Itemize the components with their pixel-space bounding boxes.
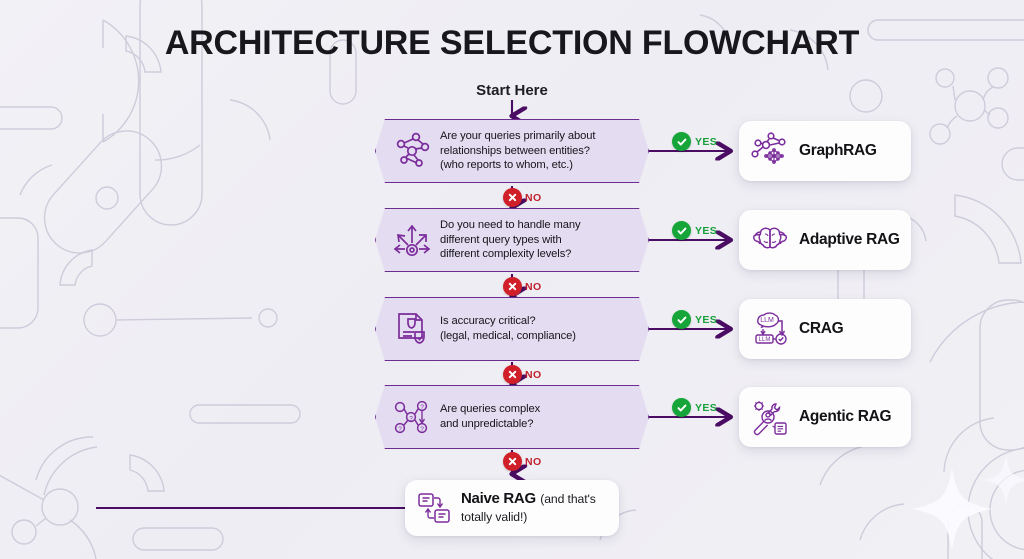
x-circle-icon (503, 452, 522, 471)
start-here-label: Start Here (476, 82, 548, 99)
no-branch-4: NO (503, 452, 542, 471)
yes-branch-4: YES (672, 398, 717, 417)
svg-text:LLM: LLM (759, 337, 771, 343)
result-card-agentic-rag[interactable]: Agentic RAG (739, 387, 911, 447)
no-label: NO (525, 455, 542, 468)
no-branch-1: NO (503, 188, 542, 207)
adaptive-routing-gear-icon (388, 219, 436, 261)
yes-label: YES (695, 401, 718, 414)
decision-question-complexity: Are queries complex and unpredictable? (440, 403, 541, 430)
no-label: NO (525, 280, 542, 293)
svg-text:?: ? (420, 426, 424, 433)
svg-text:LLM: LLM (760, 317, 774, 324)
svg-text:?: ? (409, 416, 413, 423)
yes-branch-1: YES (672, 132, 717, 151)
result-label-agentic-rag: Agentic RAG (799, 408, 892, 425)
decision-question-relationships: Are your queries primarily about relatio… (440, 129, 596, 172)
yes-branch-3: YES (672, 310, 717, 329)
result-label-adaptive-rag: Adaptive RAG (799, 231, 900, 248)
no-label: NO (525, 368, 542, 381)
result-card-naive-rag[interactable]: Naive RAG (and that's totally valid!) (405, 480, 619, 536)
no-branch-2: NO (503, 277, 542, 296)
yes-label: YES (695, 224, 718, 237)
yes-branch-2: YES (672, 221, 717, 240)
knowledge-graph-icon (388, 130, 436, 172)
check-circle-icon (672, 221, 691, 240)
naive-rag-subtitle: (and that's totally valid!) (461, 492, 596, 524)
agent-tools-icon (747, 396, 793, 438)
decision-node-accuracy[interactable]: Is accuracy critical? (legal, medical, c… (375, 297, 649, 361)
svg-text:?: ? (398, 426, 402, 433)
decision-question-accuracy: Is accuracy critical? (legal, medical, c… (440, 315, 576, 342)
question-nodes-icon: ? ? ? ? (388, 396, 436, 438)
decision-question-query-types: Do you need to handle many different que… (440, 218, 581, 261)
yes-label: YES (695, 135, 718, 148)
x-circle-icon (503, 365, 522, 384)
x-circle-icon (503, 277, 522, 296)
result-card-adaptive-rag[interactable]: Adaptive RAG (739, 210, 911, 270)
result-label-graphrag: GraphRAG (799, 142, 877, 159)
document-shield-check-icon (388, 308, 436, 350)
no-branch-3: NO (503, 365, 542, 384)
no-label: NO (525, 191, 542, 204)
graph-network-icon (747, 130, 793, 172)
page-title: ARCHITECTURE SELECTION FLOWCHART (164, 24, 860, 62)
yes-label: YES (695, 313, 718, 326)
decision-node-complexity[interactable]: ? ? ? ? Are queries complex and unpredic… (375, 385, 649, 449)
llm-correction-loop-icon: LLM LLM (747, 308, 793, 350)
check-circle-icon (672, 132, 691, 151)
result-card-graphrag[interactable]: GraphRAG (739, 121, 911, 181)
check-circle-icon (672, 310, 691, 329)
decision-node-relationships[interactable]: Are your queries primarily about relatio… (375, 119, 649, 183)
check-circle-icon (672, 398, 691, 417)
strong-brain-icon (747, 219, 793, 261)
svg-text:?: ? (420, 404, 424, 411)
naive-rag-text: Naive RAG (and that's totally valid!) (455, 490, 619, 526)
decision-node-query-types[interactable]: Do you need to handle many different que… (375, 208, 649, 272)
document-loop-icon (413, 488, 455, 528)
result-label-crag: CRAG (799, 320, 844, 337)
result-card-crag[interactable]: LLM LLM CRAG (739, 299, 911, 359)
naive-rag-title: Naive RAG (461, 490, 536, 507)
x-circle-icon (503, 188, 522, 207)
